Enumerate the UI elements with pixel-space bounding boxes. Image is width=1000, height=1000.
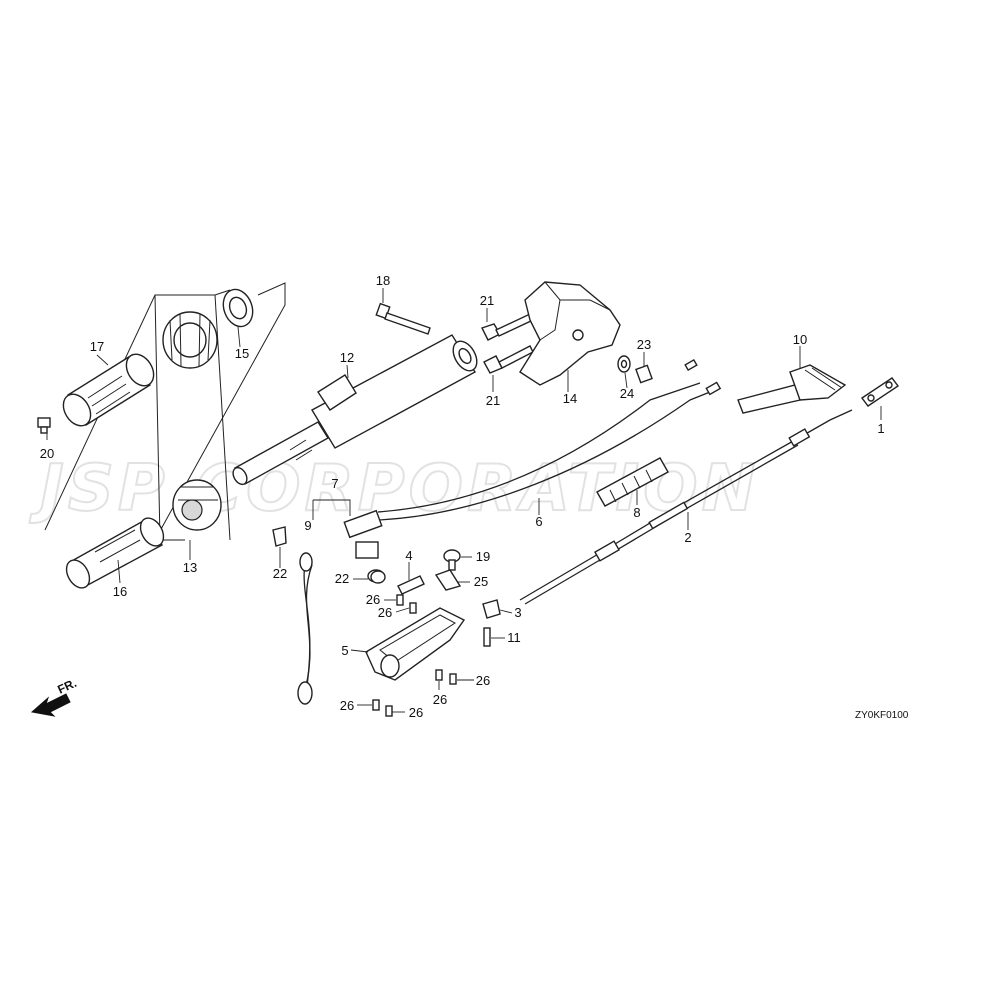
ring-15-part[interactable]	[218, 285, 257, 330]
callout-26-a: 26	[366, 592, 380, 607]
callout-9: 9	[304, 518, 311, 533]
grip-17-part[interactable]	[58, 349, 159, 431]
callout-7: 7	[331, 476, 338, 491]
stop-switch-9-part[interactable]	[297, 509, 385, 705]
grip-box-far	[154, 282, 286, 541]
grip-16-part[interactable]	[62, 514, 168, 592]
callout-26-f: 26	[409, 705, 423, 720]
callout-20: 20	[40, 446, 54, 461]
callout-16: 16	[113, 584, 127, 599]
callout-17: 17	[90, 339, 104, 354]
leader-lines	[46, 288, 882, 713]
case-5-part[interactable]	[365, 607, 466, 681]
callout-23: 23	[637, 337, 651, 352]
callout-2: 2	[684, 530, 691, 545]
callout-10: 10	[793, 332, 807, 347]
clip-22-part[interactable]	[272, 526, 287, 547]
callout-12: 12	[340, 350, 354, 365]
callout-14: 14	[563, 391, 577, 406]
clamp-25-part[interactable]	[434, 569, 462, 591]
plate-4-part[interactable]	[397, 575, 425, 595]
callout-15: 15	[235, 346, 249, 361]
diagram-code: ZY0KF0100	[855, 710, 909, 721]
callout-1: 1	[877, 421, 884, 436]
cable-6-part[interactable]	[377, 358, 722, 521]
callout-3: 3	[514, 605, 521, 620]
front-direction-marker: FR.	[30, 676, 79, 717]
callout-26-b: 26	[378, 605, 392, 620]
callout-19: 19	[476, 549, 490, 564]
sleeve-8-part[interactable]	[596, 457, 669, 507]
callout-22-right: 22	[335, 571, 349, 586]
tiller-handle-12-part[interactable]	[230, 334, 481, 487]
callout-6: 6	[535, 514, 542, 529]
screw-26d-part[interactable]	[449, 673, 457, 685]
screw-26b-part[interactable]	[409, 602, 417, 614]
callout-26-c: 26	[433, 692, 447, 707]
screw-26e-part[interactable]	[372, 699, 380, 711]
front-label: FR.	[55, 676, 78, 697]
callout-22-left: 22	[273, 566, 287, 581]
bracket-14-part[interactable]	[519, 281, 621, 386]
callout-11: 11	[507, 630, 521, 645]
bolt-21-upper-part[interactable]	[481, 313, 534, 341]
callout-5: 5	[341, 643, 348, 658]
callout-21-lower: 21	[486, 393, 500, 408]
grommet-22-part[interactable]	[370, 570, 386, 584]
callout-25: 25	[474, 574, 488, 589]
callout-26-e: 26	[340, 698, 354, 713]
throttle-drum-13-part[interactable]	[172, 479, 222, 531]
throttle-cable-2-part[interactable]	[519, 409, 853, 605]
grip-assembly	[37, 282, 286, 592]
throttle-drum-upper-part[interactable]	[162, 311, 218, 369]
screw-26a-part[interactable]	[396, 594, 404, 606]
callout-13: 13	[183, 560, 197, 575]
screw-19-part[interactable]	[443, 549, 461, 571]
callout-26-d: 26	[476, 673, 490, 688]
switch-10-part[interactable]	[737, 364, 847, 414]
bolt-20-part[interactable]	[37, 417, 51, 434]
callout-21-upper: 21	[480, 293, 494, 308]
holder-3-part[interactable]	[482, 599, 501, 619]
bolt-18-part[interactable]	[375, 302, 431, 335]
callout-18: 18	[376, 273, 390, 288]
callout-24: 24	[620, 386, 634, 401]
clip-1-part[interactable]	[860, 377, 900, 407]
screw-26c-part[interactable]	[435, 669, 443, 681]
callout-8: 8	[633, 505, 640, 520]
pin-11-part[interactable]	[483, 627, 491, 647]
screw-26f-part[interactable]	[385, 705, 393, 717]
callout-4: 4	[405, 548, 412, 563]
screw-26-group	[372, 594, 457, 717]
front-arrow-icon	[30, 693, 71, 717]
washer-24-part[interactable]	[617, 355, 631, 373]
nut-23-part[interactable]	[635, 364, 653, 384]
callout-labels: 1 2 3 4 5 6 7 8 9 10 11 12 13 14 15 16 1…	[40, 273, 885, 720]
